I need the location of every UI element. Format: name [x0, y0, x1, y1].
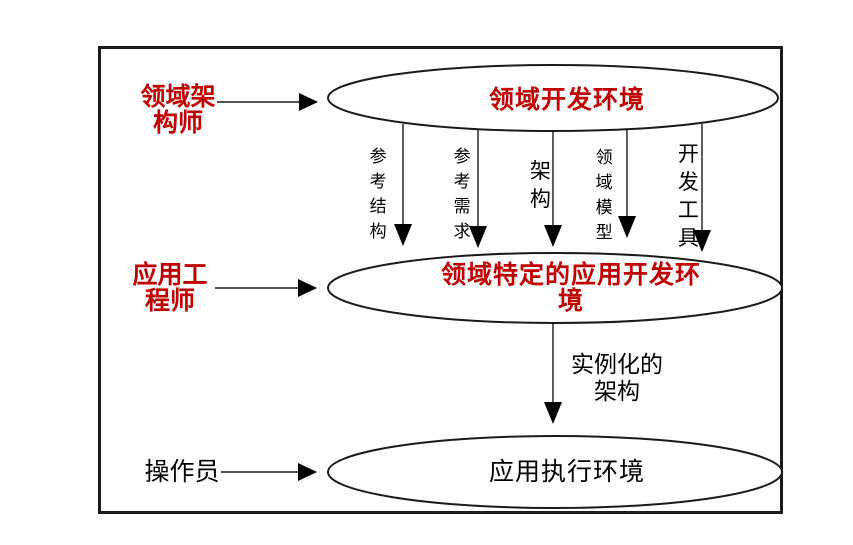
arrow-instantiated-architecture: [544, 323, 562, 424]
transfer-label-reference-requirements: 参考需求: [453, 147, 471, 241]
actor-operator-label: 操作员: [144, 458, 220, 486]
ellipse-app-execution-environment: [327, 435, 783, 509]
transfer-label-architecture: 架构: [529, 160, 551, 211]
ellipse-domain-dev-environment: [327, 64, 779, 132]
outer-border: [98, 46, 783, 514]
transfer-label-reference-structure: 参考结构: [369, 147, 387, 241]
transfer-label-development-tools: 开发工具: [677, 143, 699, 250]
actor-domain-architect-label: 领域架 构师: [140, 83, 216, 137]
arrow-architecture: [544, 132, 562, 247]
arrow-reference-structure: [394, 124, 412, 246]
arrow-operator-to-app-execution: [221, 463, 317, 481]
arrow-domain-architect-to-domain-dev: [217, 93, 318, 111]
arrow-domain-model: [618, 130, 636, 238]
app-execution-environment-label: 应用执行环境: [488, 458, 646, 486]
ellipse-domain-specific-app-dev-environment: [327, 252, 783, 324]
transfer-label-domain-model: 领域模型: [595, 148, 613, 242]
instantiated-architecture-label: 实例化的 架构: [571, 351, 663, 404]
domain-specific-app-dev-environment-label: 领域特定的应用开发环境: [440, 261, 701, 315]
arrow-reference-requirements: [469, 130, 487, 248]
arrow-application-engineer-to-app-dev: [215, 279, 317, 297]
arrow-development-tools: [693, 124, 711, 252]
domain-dev-environment-label: 领域开发环境: [488, 86, 646, 114]
actor-application-engineer-label: 应用工 程师: [132, 261, 208, 315]
